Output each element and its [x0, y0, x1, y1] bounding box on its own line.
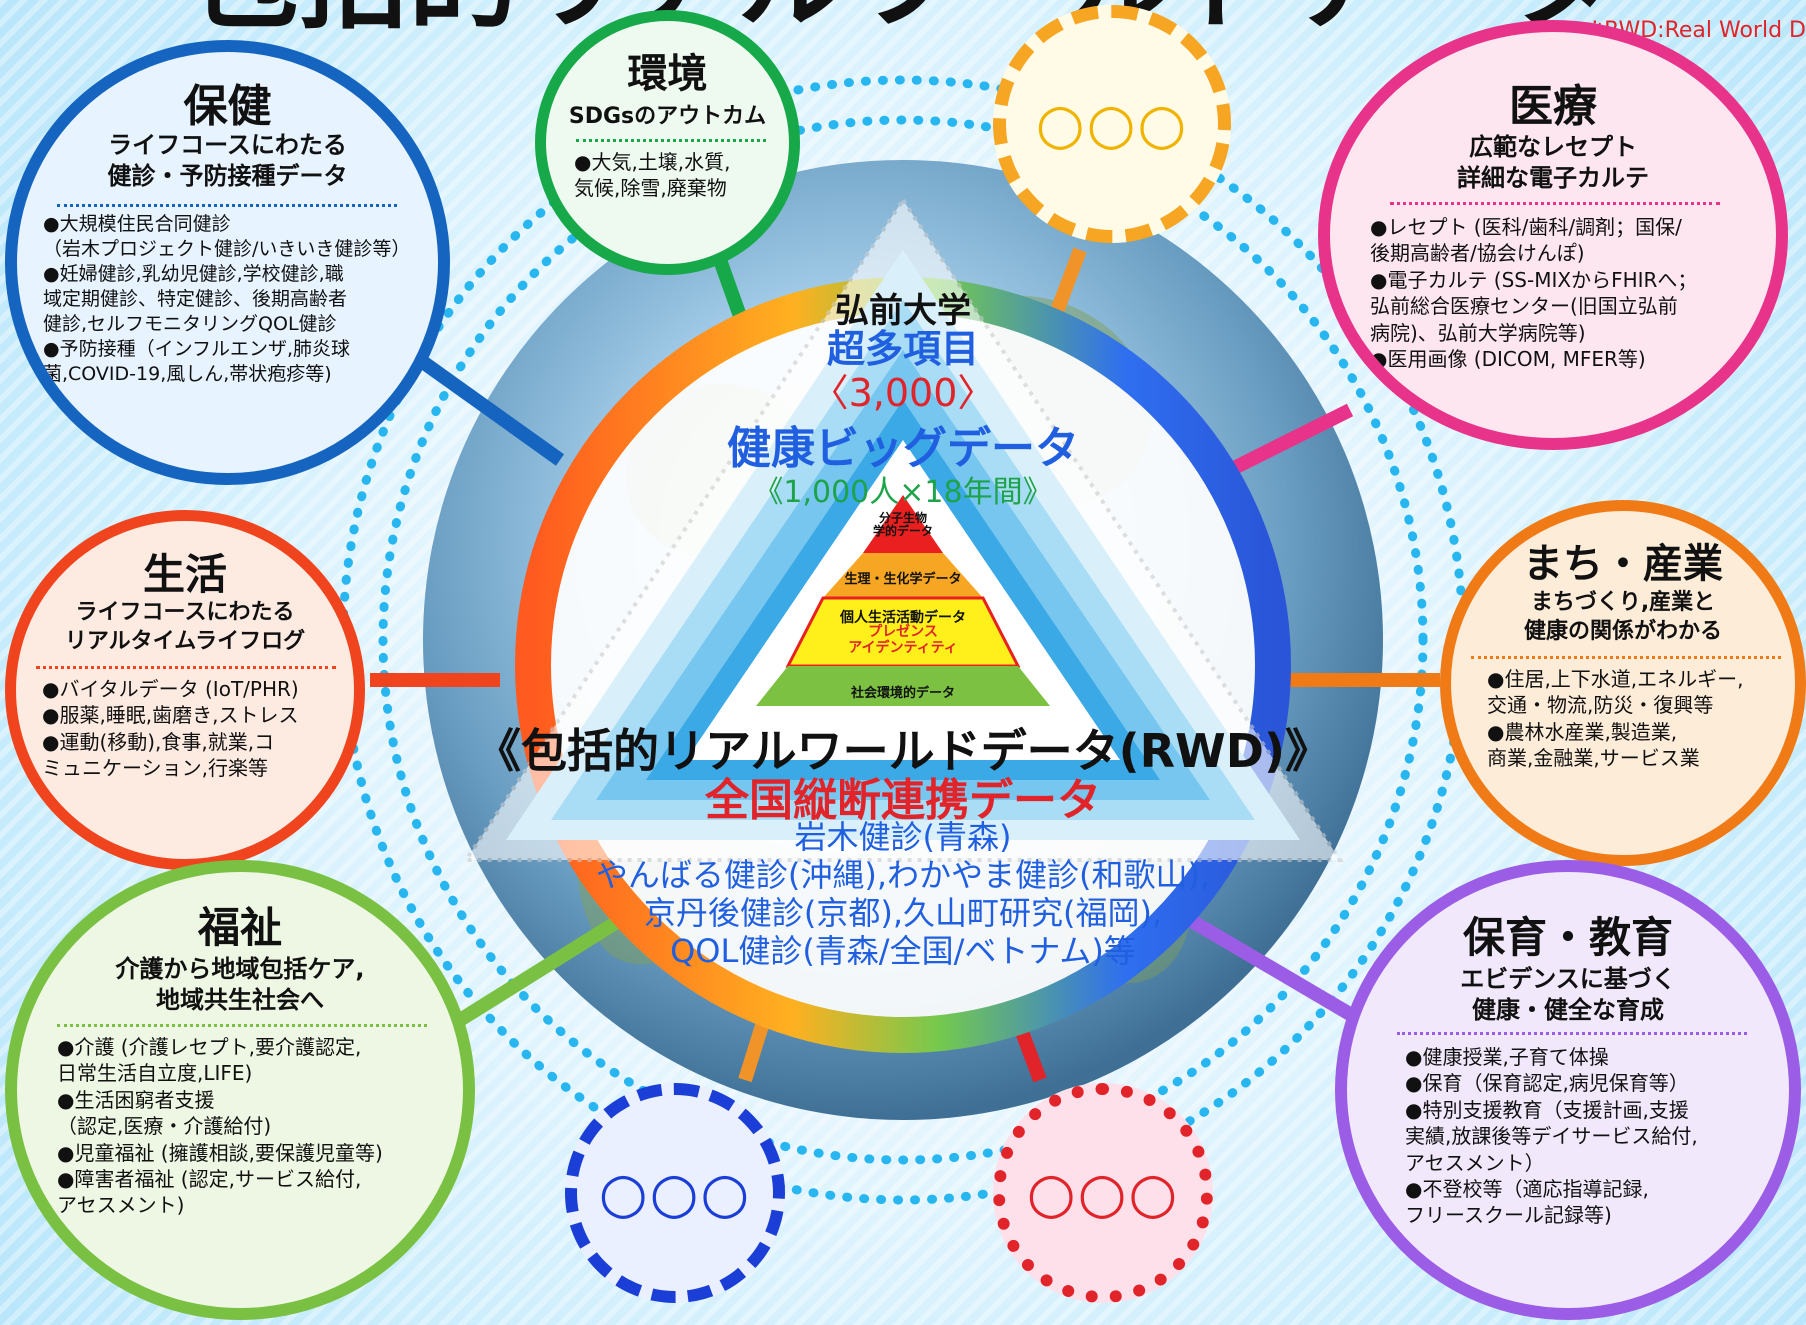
category-education-title: 保育・教育 [1462, 913, 1673, 962]
category-town-separator [1471, 656, 1781, 659]
list-item: ●大気,土壌,水質, 気候,除雪,廃棄物 [574, 150, 731, 200]
category-env-title: 環境 [627, 51, 708, 97]
center-items-count: 〈3,000〉 [810, 371, 996, 415]
category-welfare-separator [57, 1024, 427, 1027]
list-item: ●予防接種（インフルエンザ,肺炎球 菌,COVID-19,風しん,帯状疱疹等) [43, 338, 351, 386]
list-item: ●レセプト (医科/歯科/調剤；国保/ 後期高齢者/協会けんぽ) [1370, 215, 1682, 266]
list-item: ●服薬,睡眠,歯磨き,ストレス [42, 703, 299, 728]
middle-dotted-ring [378, 115, 1428, 1165]
category-health: 保健 ライフコースにわたる 健診・予防接種データ ●大規模住民合同健診 （岩木プ… [5, 40, 450, 485]
category-welfare-list: ●介護 (介護レセプト,要介護認定, 日常生活自立度,LIFE) ●生活困窮者支… [57, 1034, 383, 1219]
list-item: ●妊婦健診,乳幼児健診,学校健診,職 域定期健診、特定健診、後期高齢者 健診,セ… [43, 263, 348, 336]
category-education-separator [1397, 1032, 1747, 1035]
list-item: ●電子カルテ (SS-MIXからFHIRへ； 弘前総合医療センター(旧国立弘前 … [1370, 267, 1698, 345]
center-items: 超多項目 [826, 327, 979, 371]
list-item: ●児童福祉 (擁護相談,要保護児童等) [57, 1140, 383, 1165]
category-welfare-title: 福祉 [197, 903, 282, 952]
category-env-list: ●大気,土壌,水質, 気候,除雪,廃棄物 [574, 149, 731, 201]
list-item: ●住居,上下水道,エネルギー, 交通・物流,防災・復興等 [1487, 667, 1744, 718]
placeholder-top: ○○○ [993, 5, 1231, 243]
category-education-subtitle: エビデンスに基づく 健康・健全な育成 [1460, 965, 1676, 1025]
center-university: 弘前大学 [835, 291, 971, 331]
category-town-title: まち・産業 [1523, 541, 1723, 587]
center-project-3: 京丹後健診(京都),久山町研究(福岡), [643, 894, 1163, 932]
category-education-list: ●健康授業,子育て体操 ●保育（保育認定,病児保育等） ●特別支援教育（支援計画… [1405, 1044, 1698, 1229]
list-item: ●農林水産業,製造業, 商業,金融業,サービス業 [1487, 719, 1700, 771]
list-item: ●医用画像 (DICOM, MFER等) [1370, 346, 1646, 371]
center-project-1: 岩木健診(青森) [794, 818, 1012, 856]
list-item: ●特別支援教育（支援計画,支援 実績,放課後等デイサービス給付, アセスメント） [1405, 1097, 1698, 1175]
center-people: 《1,000人×18年間》 [753, 475, 1053, 510]
category-life-separator [36, 666, 336, 669]
category-town-subtitle: まちづくり,産業と 健康の関係がわかる [1523, 590, 1722, 644]
center-project-2: やんばる健診(沖縄),わかやま健診(和歌山), [595, 856, 1211, 894]
placeholder-bottom-right: ○○○ [993, 1083, 1213, 1303]
list-item: ●生活困窮者支援 （認定,医療・介護給付) [57, 1087, 272, 1139]
center-rwd: 《包括的リアルワールドデータ(RWD)》 [475, 724, 1331, 778]
pyramid-layer-molecular [863, 495, 943, 553]
category-env-separator [576, 139, 766, 142]
category-env: 環境 SDGsのアウトカム ●大気,土壌,水質, 気候,除雪,廃棄物 [535, 10, 800, 275]
connector-medical [1226, 403, 1354, 477]
category-env-subtitle: SDGsのアウトカム [568, 104, 767, 129]
list-item: ●運動(移動),食事,就業,コ ミュニケーション,行楽等 [42, 729, 275, 781]
category-life-title: 生活 [142, 550, 227, 599]
pyramid-label-presence: プレゼンス アイデンティティ [848, 624, 958, 657]
pyramid-label-physiology: 生理・生化学データ [844, 572, 962, 587]
category-life-subtitle: ライフコースにわたる リアルタイムライフログ [64, 600, 306, 654]
category-town-list: ●住居,上下水道,エネルギー, 交通・物流,防災・復興等 ●農林水産業,製造業,… [1487, 666, 1744, 772]
connector-education [1186, 913, 1364, 1027]
category-life: 生活 ライフコースにわたる リアルタイムライフログ ●バイタルデータ (IoT/… [5, 510, 365, 870]
list-item: ●バイタルデータ (IoT/PHR) [42, 677, 299, 701]
category-health-separator [57, 204, 397, 207]
category-life-list: ●バイタルデータ (IoT/PHR) ●服薬,睡眠,歯磨き,ストレス ●運動(移… [42, 676, 299, 782]
category-medical-separator [1390, 202, 1720, 205]
list-item: ●大規模住民合同健診 （岩木プロジェクト健診/いきいき健診等） [43, 213, 411, 261]
category-medical-subtitle: 広範なレセプト 詳細な電子カルテ [1457, 133, 1649, 193]
pyramid-label-lifestyle: 個人生活活動データ [840, 610, 966, 626]
category-welfare-subtitle: 介護から地域包括ケア, 地域共生社会へ [115, 955, 365, 1015]
category-education: 保育・教育 エビデンスに基づく 健康・健全な育成 ●健康授業,子育て体操 ●保育… [1335, 860, 1801, 1320]
pyramid-label-social: 社会環境的データ [850, 686, 955, 701]
list-item: ●障害者福祉 (認定,サービス給付, アセスメント) [57, 1166, 362, 1218]
list-item: ●保育（保育認定,病児保育等） [1405, 1071, 1689, 1096]
list-item: ●健康授業,子育て体操 [1405, 1045, 1609, 1069]
list-item: ●不登校等（適応指導記録, フリースクール記録等) [1405, 1176, 1649, 1228]
center-project-4: QOL健診(青森/全国/ベトナム)等 [670, 932, 1136, 970]
category-medical-list: ●レセプト (医科/歯科/調剤；国保/ 後期高齢者/協会けんぽ) ●電子カルテ … [1370, 214, 1697, 372]
pyramid-label-molecular: 分子生物 学的データ [872, 511, 933, 539]
list-item: ●介護 (介護レセプト,要介護認定, 日常生活自立度,LIFE) [57, 1035, 362, 1086]
category-medical-title: 医療 [1509, 81, 1597, 132]
category-health-title: 保健 [183, 81, 272, 132]
category-town: まち・産業 まちづくり,産業と 健康の関係がわかる ●住居,上下水道,エネルギー… [1440, 500, 1806, 866]
placeholder-bottom-left: ○○○ [565, 1083, 785, 1303]
pyramid-layer-physiology [823, 553, 983, 598]
category-health-list: ●大規模住民合同健診 （岩木プロジェクト健診/いきいき健診等） ●妊婦健診,乳幼… [43, 212, 410, 388]
connector-welfare [456, 914, 624, 1026]
center-bigdata: 健康ビッグデータ [727, 423, 1079, 474]
pyramid-layer-social [756, 666, 1050, 706]
category-medical: 医療 広範なレセプト 詳細な電子カルテ ●レセプト (医科/歯科/調剤；国保/ … [1318, 20, 1788, 450]
page-headline: 包括的リアルワールドデータ [0, 0, 1806, 30]
category-health-subtitle: ライフコースにわたる 健診・予防接種データ [107, 131, 348, 191]
connector-health [415, 354, 565, 466]
center-national: 全国縦断連携データ [705, 775, 1101, 826]
category-welfare: 福祉 介護から地域包括ケア, 地域共生社会へ ●介護 (介護レセプト,要介護認定… [5, 860, 475, 1320]
